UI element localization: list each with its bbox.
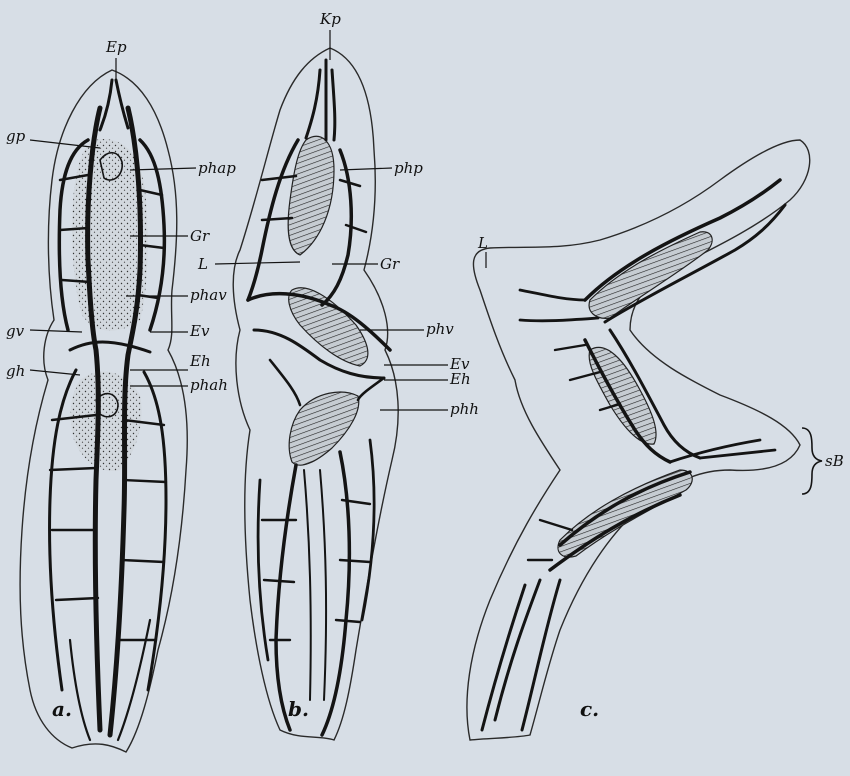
sb-brace [802, 428, 822, 494]
panel-c-xylem-lower [558, 470, 692, 557]
panel-c-veins [482, 180, 785, 730]
label-ev-a: Ev [189, 322, 210, 340]
label-phav: phav [190, 286, 227, 304]
label-eh-b: Eh [449, 370, 471, 388]
label-l-c: L [477, 234, 488, 252]
label-sb: sB [825, 452, 844, 470]
panel-a [20, 70, 187, 752]
label-gh: gh [6, 362, 25, 380]
label-gr-a: Gr [190, 227, 210, 245]
panel-captions: a. b. c. [52, 697, 599, 721]
label-ep: Ep [105, 38, 127, 56]
panel-c [467, 140, 822, 740]
label-eh-a: Eh [189, 352, 211, 370]
panel-c-xylem-middle [589, 347, 656, 444]
label-l-a: L [197, 255, 208, 273]
panel-b-xylem-upper [288, 136, 334, 255]
label-phv: phv [426, 320, 454, 338]
label-php: php [394, 159, 423, 177]
panel-label-c: c. [580, 697, 599, 721]
label-gv: gv [6, 322, 25, 340]
panel-label-a: a. [52, 697, 72, 721]
label-phh: phh [450, 400, 479, 418]
panel-c-xylem-upper [589, 232, 712, 319]
label-kp: Kp [319, 10, 341, 28]
label-phah: phah [190, 376, 228, 394]
panel-b [233, 48, 398, 740]
panel-label-b: b. [288, 697, 309, 721]
label-gr-b: Gr [380, 255, 400, 273]
label-gp: gp [6, 127, 26, 145]
label-phap: phap [198, 159, 236, 177]
